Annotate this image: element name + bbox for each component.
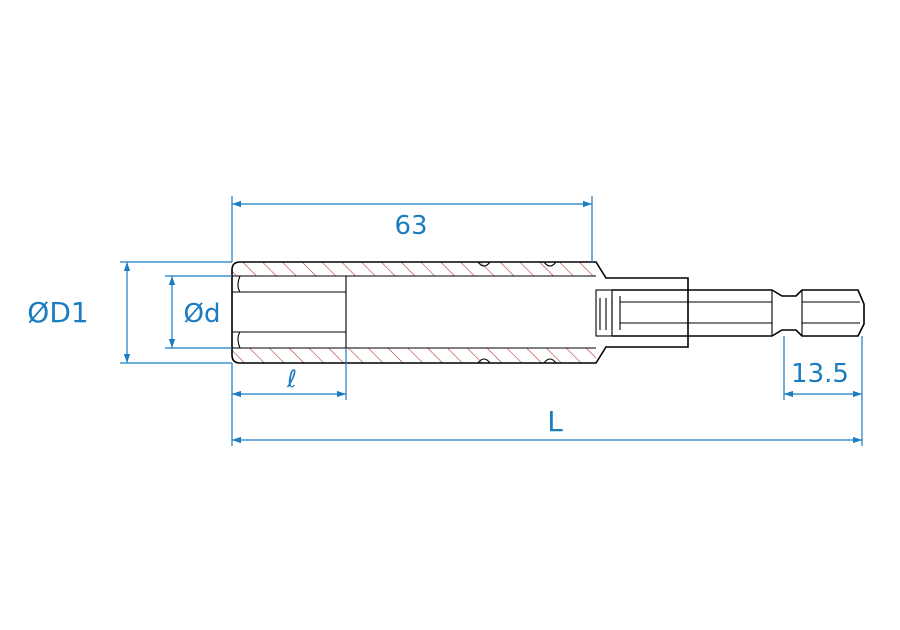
label-overall-length: L — [547, 405, 563, 438]
label-63: 63 — [394, 211, 427, 241]
upper-wall-hatch — [232, 262, 596, 276]
label-outer-diameter: ØD1 — [27, 296, 88, 329]
magnet-block — [595, 289, 613, 337]
socket-outline — [231, 261, 689, 364]
label-hex-shank-length: 13.5 — [791, 359, 849, 389]
dimension-lines — [120, 196, 863, 446]
groove-notches — [477, 261, 557, 364]
shank-outline — [612, 289, 865, 337]
lower-wall-hatch — [232, 348, 596, 363]
hex-shank — [612, 289, 865, 337]
socket-body — [231, 261, 689, 364]
label-inner-diameter: Ød — [184, 299, 221, 329]
label-socket-depth: ℓ — [286, 365, 297, 393]
dimension-labels: 63 ØD1 Ød ℓ L 13.5 — [27, 211, 849, 438]
hex-socket-cavity — [232, 275, 347, 349]
